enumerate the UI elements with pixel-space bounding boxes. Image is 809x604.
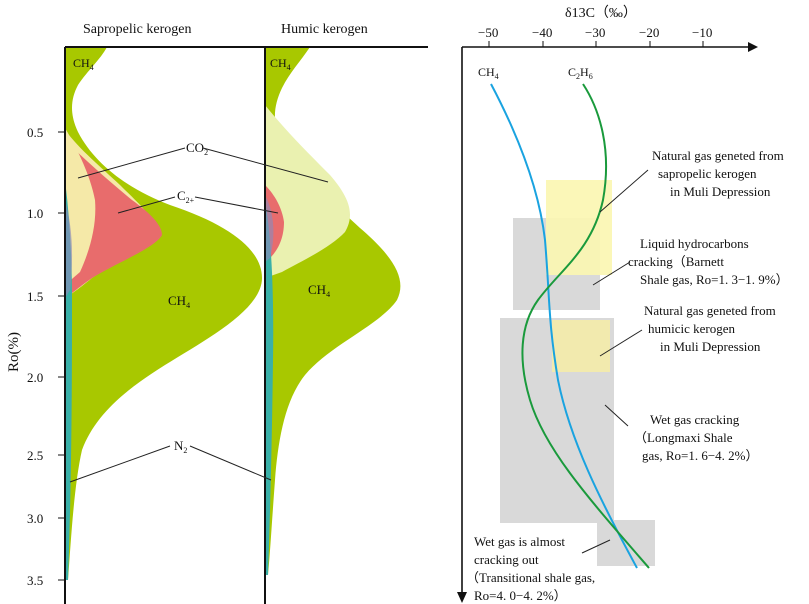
annotation-line: Wet gas is almost xyxy=(474,534,565,549)
annotation-line: in Muli Depression xyxy=(660,339,761,354)
c2-leader-right xyxy=(194,196,279,214)
co2-leader-right xyxy=(202,147,329,183)
x-tick-label: −20 xyxy=(639,25,659,40)
annotation-line: Natural gas geneted from xyxy=(652,148,784,163)
annotation-leader xyxy=(581,539,611,554)
humic-c2-lavender xyxy=(265,195,274,262)
annotation-humic-gas: Natural gas geneted from humicic kerogen… xyxy=(599,303,776,357)
label-ch4-main-humic: CH4 xyxy=(308,282,330,299)
annotation-line: in Muli Depression xyxy=(670,184,771,199)
x-axis-label: δ13C（‰） xyxy=(565,5,637,21)
annotation-sapropelic-gas: Natural gas geneted from sapropelic kero… xyxy=(599,148,784,213)
title-humic: Humic kerogen xyxy=(281,22,368,37)
annotation-line: Natural gas geneted from xyxy=(644,303,776,318)
x-tick-label: −50 xyxy=(478,25,498,40)
annotation-line: cracking（Barnett xyxy=(628,254,724,269)
annotation-line: cracking out xyxy=(474,552,539,567)
y-tick-label: 1.0 xyxy=(27,206,43,221)
humic-column xyxy=(264,47,401,604)
annotation-leader xyxy=(592,261,631,286)
n2-leader-left xyxy=(69,445,171,483)
annotation-line: Wet gas cracking xyxy=(650,412,740,427)
annotation-line: gas, Ro=1. 6−4. 2%） xyxy=(642,448,759,463)
y-axis-label: Ro(%) xyxy=(6,332,22,372)
right-panel: −50 −40 −30 −20 −10 δ13C（‰） CH4 C2H6 Nat… xyxy=(457,5,789,603)
annotation-line: Ro=4. 0−4. 2%） xyxy=(474,588,567,603)
c2h6-curve xyxy=(521,83,650,569)
box-transitional xyxy=(597,520,655,566)
y-tick-label: 3.0 xyxy=(27,511,43,526)
humic-co2-area xyxy=(265,105,350,278)
c2-leader-left xyxy=(117,196,176,214)
humic-n2-area xyxy=(265,200,274,575)
annotation-longmaxi: Wet gas cracking （Longmaxi Shale gas, Ro… xyxy=(604,404,759,463)
y-ticks xyxy=(58,131,65,581)
box-sapropelic-gas xyxy=(546,180,612,275)
y-tick-label: 0.5 xyxy=(27,125,43,140)
label-ch4-top-sapropelic: CH4 xyxy=(73,56,94,72)
annotation-barnett: Liquid hydrocarbons cracking（Barnett Sha… xyxy=(592,236,789,287)
annotation-transitional: Wet gas is almost cracking out （Transiti… xyxy=(466,534,611,603)
y-axis: Ro(%) 0.5 1.0 1.5 2.0 2.5 3.0 3.5 xyxy=(6,125,65,588)
x-tick-label: −10 xyxy=(692,25,712,40)
title-sapropelic: Sapropelic kerogen xyxy=(83,22,191,37)
y-tick-label: 2.0 xyxy=(27,370,43,385)
x-axis-arrow xyxy=(748,42,758,52)
sapropelic-co2-cap xyxy=(65,128,96,285)
annotation-line: humicic kerogen xyxy=(648,321,735,336)
co2-leader-left xyxy=(77,147,186,179)
sapropelic-ch4-area xyxy=(65,47,262,580)
annotation-line: sapropelic kerogen xyxy=(658,166,757,181)
label-co2: CO2 xyxy=(186,140,208,157)
annotation-leader xyxy=(599,169,649,213)
sapropelic-c2-lavender xyxy=(65,200,73,298)
label-ch4-main-sapropelic: CH4 xyxy=(168,293,190,310)
annotation-line: Liquid hydrocarbons xyxy=(640,236,749,251)
annotation-leader xyxy=(604,404,629,427)
annotation-leader xyxy=(599,329,643,357)
label-c2: C2+ xyxy=(177,188,195,205)
y-axis-arrow xyxy=(457,592,467,603)
x-tick-label: −30 xyxy=(585,25,605,40)
label-n2: N2 xyxy=(174,438,187,455)
annotation-line: Shale gas, Ro=1. 3−1. 9%） xyxy=(640,272,789,287)
box-humic-gas xyxy=(552,320,610,372)
y-tick-label: 1.5 xyxy=(27,289,43,304)
label-ch4-top-humic: CH4 xyxy=(270,56,291,72)
n2-leader-right xyxy=(189,445,272,481)
y-tick-label: 3.5 xyxy=(27,573,43,588)
sapropelic-column xyxy=(64,47,262,604)
ch4-curve xyxy=(490,83,638,569)
annotation-line: （Longmaxi Shale xyxy=(634,430,733,445)
annotation-line: （Transitional shale gas, xyxy=(466,570,595,585)
y-tick-label: 2.5 xyxy=(27,448,43,463)
series-label-c2h6: C2H6 xyxy=(568,65,593,81)
humic-ch4-area xyxy=(265,47,401,575)
x-tick-label: −40 xyxy=(532,25,552,40)
series-label-ch4: CH4 xyxy=(478,65,499,81)
